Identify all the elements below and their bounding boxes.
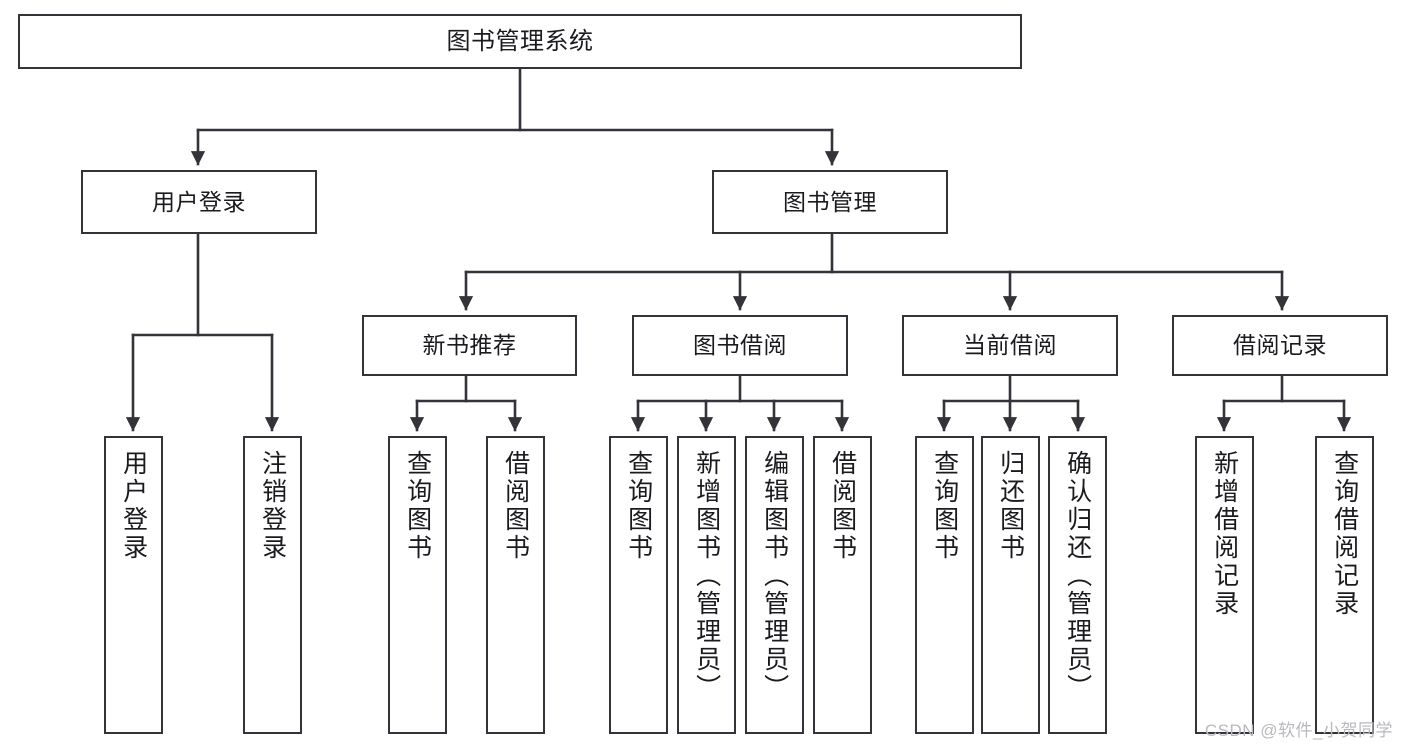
leaf-current-borrow-confirm-return[interactable]: 确认归还（管理员） (1048, 436, 1107, 734)
leaf-borrow-record-add[interactable]: 新增借阅记录 (1195, 436, 1254, 734)
leaf-book-borrow-query-label: 查询图书 (624, 450, 653, 562)
leaf-new-book-borrow[interactable]: 借阅图书 (486, 436, 545, 734)
node-new-book-recommend-label: 新书推荐 (422, 332, 517, 359)
node-root[interactable]: 图书管理系统 (18, 14, 1022, 69)
leaf-current-borrow-return-label: 归还图书 (996, 450, 1025, 562)
leaf-current-borrow-query[interactable]: 查询图书 (915, 436, 974, 734)
leaf-current-borrow-return[interactable]: 归还图书 (981, 436, 1040, 734)
leaf-current-borrow-query-label: 查询图书 (930, 450, 959, 562)
node-borrow-record-label: 借阅记录 (1233, 332, 1327, 359)
leaf-book-borrow-add-label: 新增图书（管理员） (692, 450, 721, 702)
node-new-book-recommend[interactable]: 新书推荐 (362, 315, 577, 376)
leaf-book-borrow-add[interactable]: 新增图书（管理员） (677, 436, 736, 734)
node-book-borrow[interactable]: 图书借阅 (632, 315, 848, 376)
leaf-book-borrow-borrow-label: 借阅图书 (828, 450, 857, 562)
node-borrow-record[interactable]: 借阅记录 (1172, 315, 1388, 376)
leaf-user-login-login-label: 用户登录 (119, 450, 148, 562)
leaf-book-borrow-query[interactable]: 查询图书 (609, 436, 668, 734)
leaf-user-login-logout[interactable]: 注销登录 (243, 436, 302, 734)
node-user-login[interactable]: 用户登录 (81, 170, 317, 234)
leaf-borrow-record-add-label: 新增借阅记录 (1210, 450, 1239, 618)
leaf-new-book-borrow-label: 借阅图书 (501, 450, 530, 562)
leaf-new-book-query[interactable]: 查询图书 (388, 436, 447, 734)
node-current-borrow-label: 当前借阅 (963, 332, 1057, 359)
leaf-book-borrow-edit[interactable]: 编辑图书（管理员） (745, 436, 804, 734)
node-book-management[interactable]: 图书管理 (712, 170, 948, 234)
node-current-borrow[interactable]: 当前借阅 (902, 315, 1118, 376)
leaf-new-book-query-label: 查询图书 (403, 450, 432, 562)
leaf-book-borrow-edit-label: 编辑图书（管理员） (760, 450, 789, 702)
leaf-user-login-login[interactable]: 用户登录 (104, 436, 163, 734)
node-user-login-label: 用户登录 (152, 188, 246, 215)
node-book-borrow-label: 图书借阅 (693, 332, 787, 359)
leaf-current-borrow-confirm-return-label: 确认归还（管理员） (1063, 450, 1092, 702)
node-root-label: 图书管理系统 (446, 27, 594, 55)
node-book-management-label: 图书管理 (783, 188, 877, 215)
leaf-borrow-record-query[interactable]: 查询借阅记录 (1315, 436, 1374, 734)
csdn-watermark: CSDN @软件_小贺同学 (1204, 721, 1393, 740)
leaf-user-login-logout-label: 注销登录 (258, 450, 287, 562)
leaf-book-borrow-borrow[interactable]: 借阅图书 (813, 436, 872, 734)
leaf-borrow-record-query-label: 查询借阅记录 (1330, 450, 1359, 618)
